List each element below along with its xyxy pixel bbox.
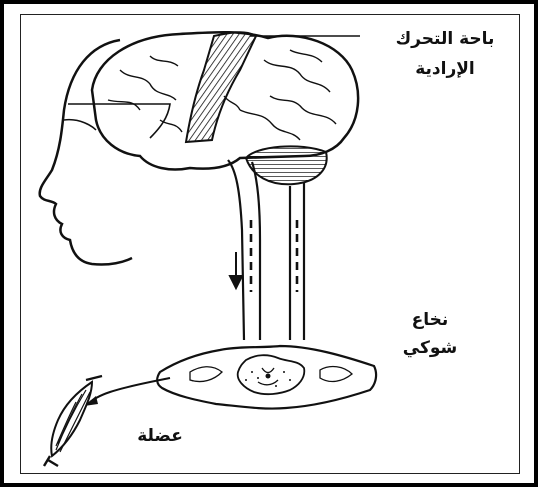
descending-arrow (230, 252, 242, 288)
muscle-drawing (44, 376, 102, 466)
cerebellum (246, 146, 327, 184)
motor-area-label: باحة التحرك الإرادية (360, 24, 530, 84)
motor-area-label-line2: الإرادية (360, 54, 530, 84)
spinal-cord-label: نخاع شوكي (350, 306, 510, 362)
spinal-cord-label-line1: نخاع (350, 306, 510, 334)
spinal-tracts (228, 160, 304, 340)
eye-line (64, 120, 96, 130)
grey-matter (238, 355, 305, 394)
muscle-label: عضلة (120, 424, 200, 448)
motor-area-label-line1: باحة التحرك (360, 24, 530, 54)
spinal-cord-label-line2: شوكي (350, 334, 510, 362)
central-canal (266, 374, 271, 379)
muscle-label-text: عضلة (120, 424, 200, 448)
